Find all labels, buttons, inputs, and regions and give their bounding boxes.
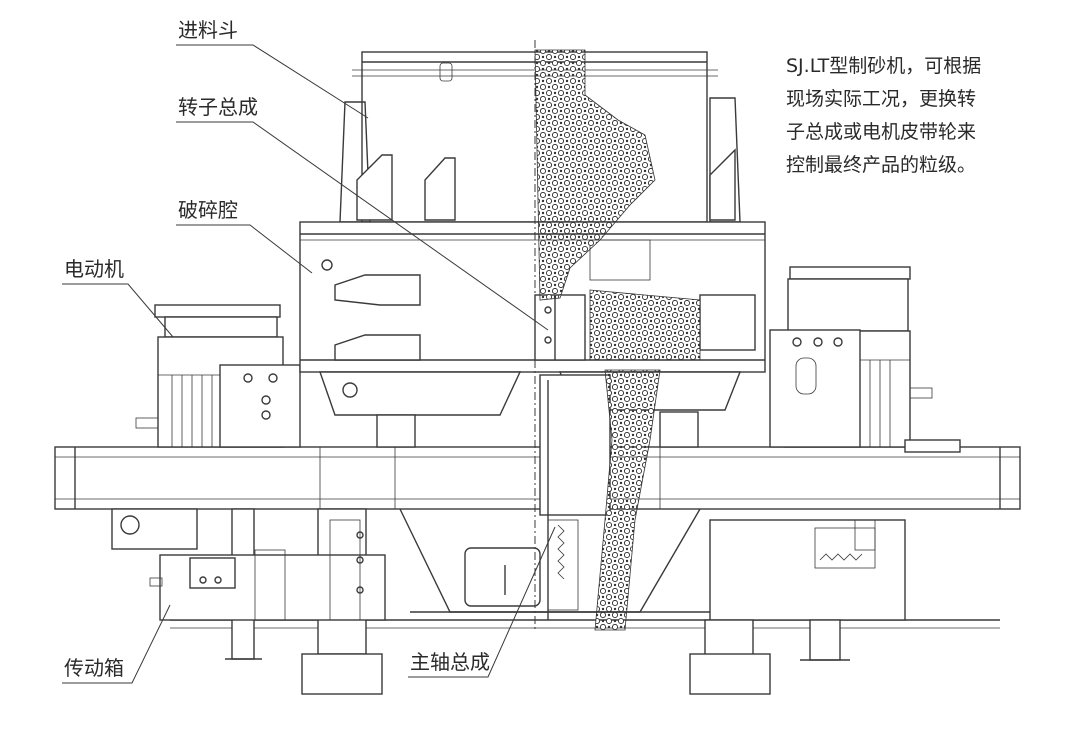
left-motor <box>135 304 301 448</box>
description-text: SJ.LT型制砂机，可根据 现场实际工况，更换转 子总成或电机皮带轮来 控制最终… <box>786 50 1056 182</box>
description-line: 现场实际工况，更换转 <box>786 88 977 110</box>
gearbox <box>111 508 386 621</box>
base-frame <box>54 446 1021 510</box>
description-line: 子总成或电机皮带轮来 <box>786 121 977 143</box>
label-gearbox: 传动箱 <box>64 656 124 680</box>
leader-lines <box>62 44 556 684</box>
description-line: SJ.LT型制砂机，可根据 <box>786 55 982 77</box>
label-motor: 电动机 <box>64 257 124 281</box>
label-rotor: 转子总成 <box>178 95 258 119</box>
lower-body <box>170 508 1000 629</box>
description-line: 控制最终产品的粒级。 <box>786 154 977 176</box>
label-spindle: 主轴总成 <box>410 650 490 674</box>
spindle <box>376 374 699 620</box>
label-chamber: 破碎腔 <box>178 198 238 222</box>
rotor-assembly <box>534 294 586 361</box>
material-flow <box>534 49 701 631</box>
right-motor <box>769 266 961 453</box>
label-hopper: 进料斗 <box>178 18 238 42</box>
